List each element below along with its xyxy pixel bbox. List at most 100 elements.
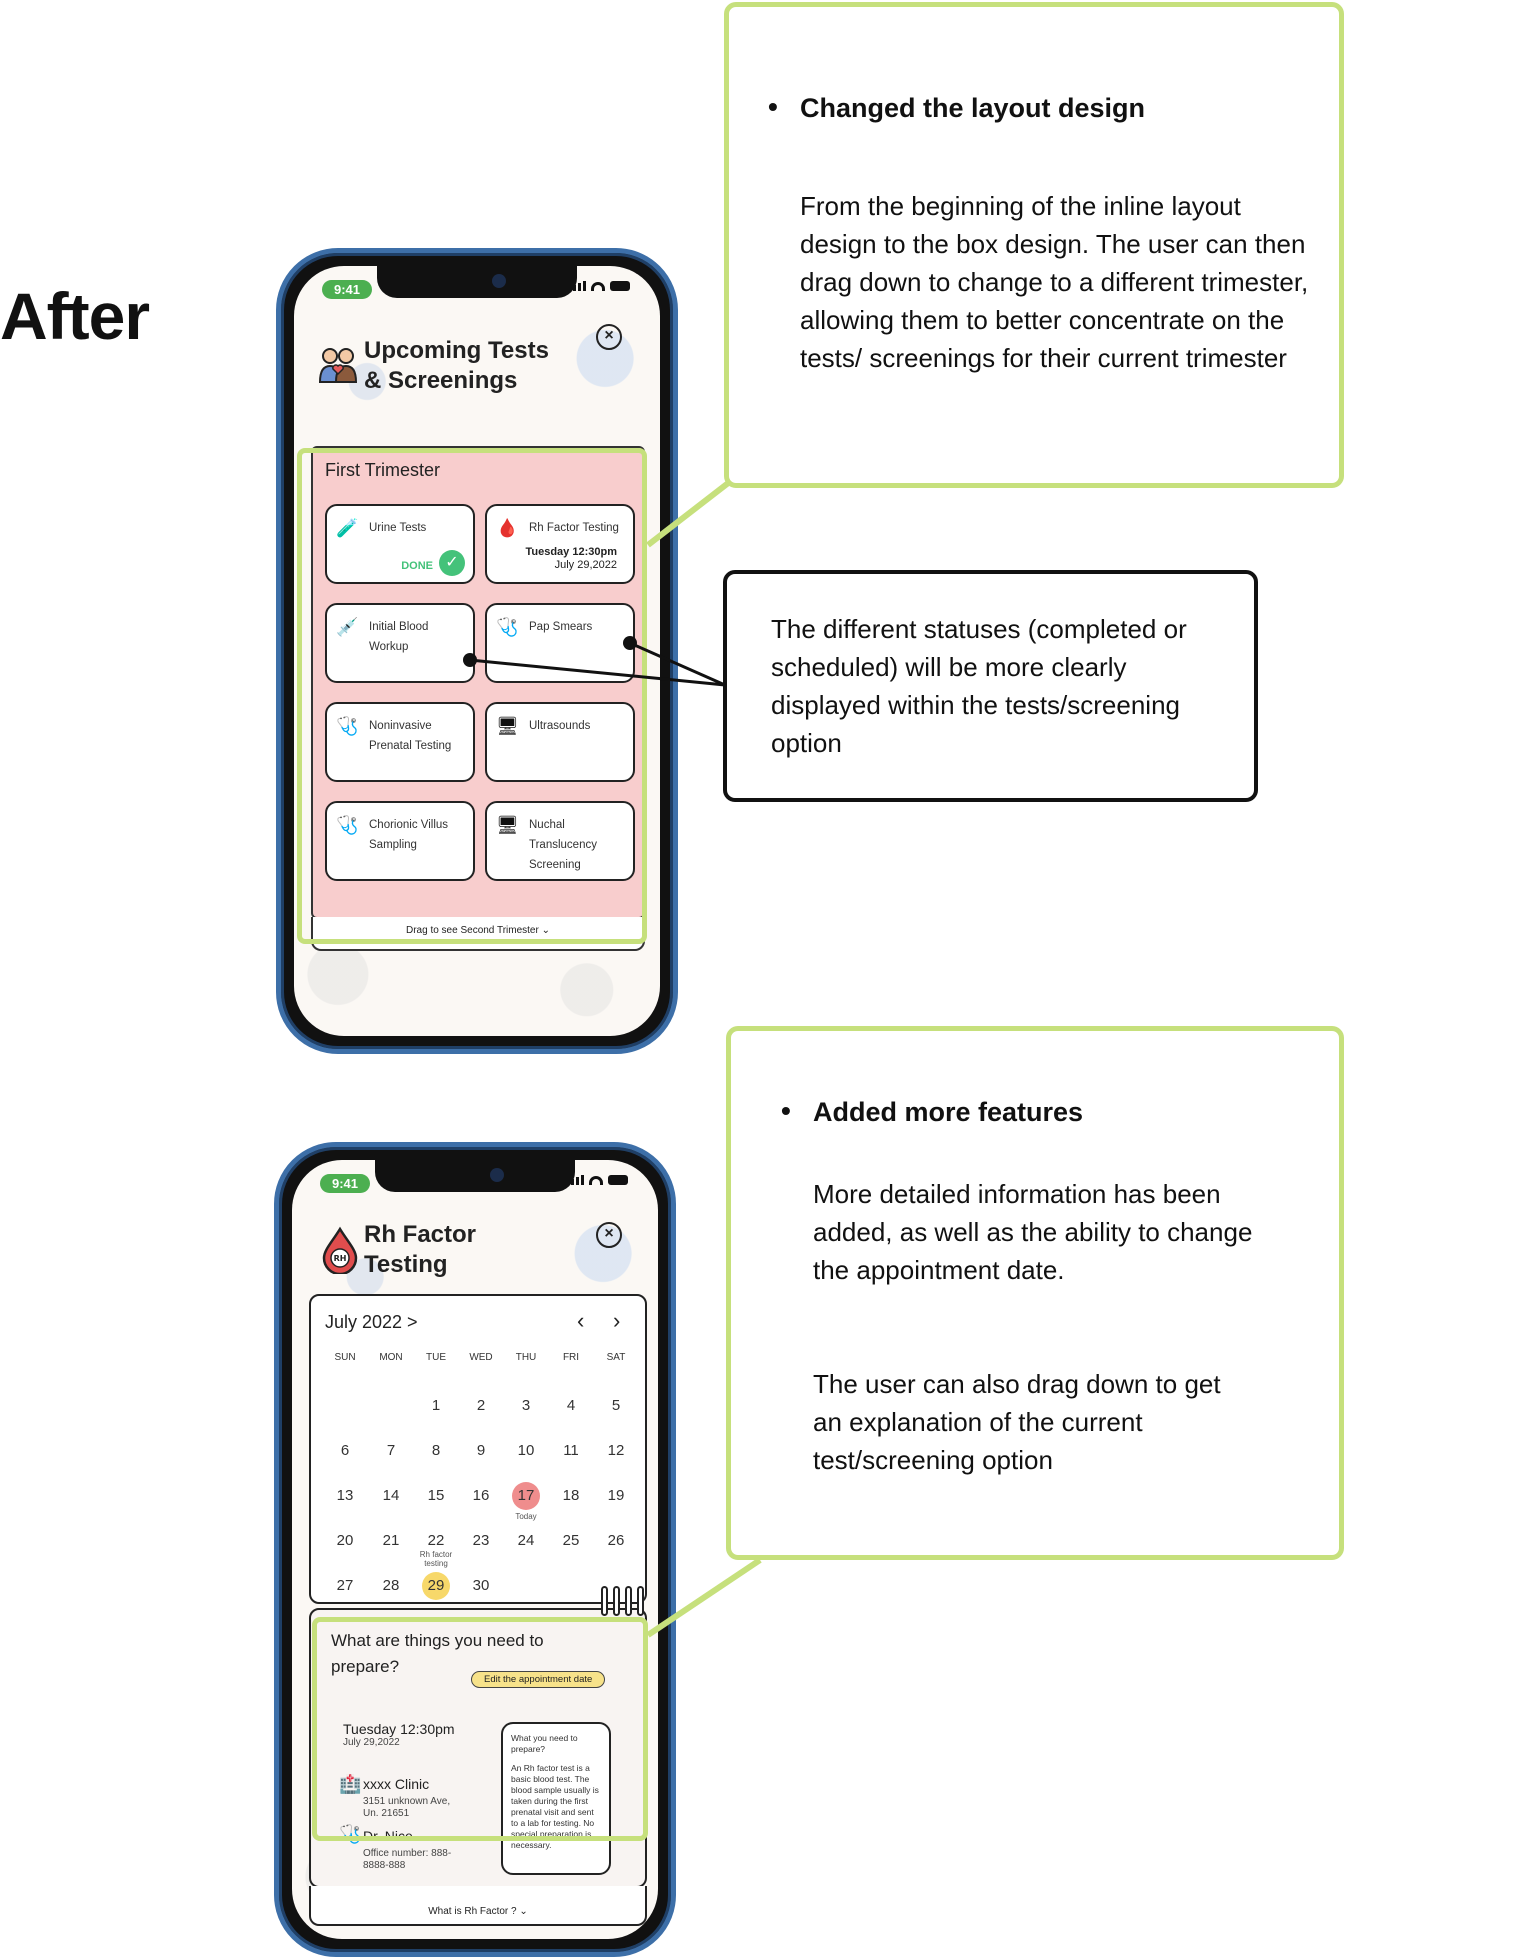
calendar-day[interactable]: 10 xyxy=(517,1442,535,1459)
clinic-address: 3151 unknown Ave, Un. 21651 xyxy=(363,1796,451,1819)
drag-hint: What is Rh Factor ? xyxy=(428,1906,517,1917)
hospital-icon: 🏥 xyxy=(339,1774,362,1794)
calendar-day-appointment[interactable]: 29 xyxy=(422,1572,450,1600)
today-label: Today xyxy=(515,1512,537,1521)
calendar-day[interactable]: 20 xyxy=(336,1532,354,1549)
calendar-day[interactable]: 24 xyxy=(517,1532,535,1549)
stethoscope-icon: 🩺 xyxy=(336,815,359,835)
test-card-nuchal[interactable]: 🖥 Nuchal Translucency Screening xyxy=(485,801,635,881)
drag-handle-second-trimester[interactable]: Drag to see Second Trimester ⌄ xyxy=(311,917,645,951)
calendar-day[interactable]: 4 xyxy=(566,1397,576,1414)
title-line-1: Rh Factor xyxy=(364,1221,477,1248)
done-status: DONE xyxy=(401,560,433,572)
calendar-day[interactable]: 3 xyxy=(521,1397,531,1414)
ultrasound-icon: 🖥 xyxy=(496,815,519,835)
callout-body-1: More detailed information has been added… xyxy=(813,1179,1253,1285)
test-card-cvs[interactable]: 🩺 Chorionic Villus Sampling xyxy=(325,801,475,881)
test-label: Pap Smears xyxy=(529,621,593,633)
calendar-day[interactable]: 5 xyxy=(611,1397,621,1414)
calendar-day[interactable]: 22 xyxy=(427,1532,445,1549)
appointment-date: July 29,2022 xyxy=(343,1737,400,1748)
callout-title: Changed the layout design xyxy=(768,91,1145,124)
callout-body-2: The user can also drag down to get an ex… xyxy=(813,1369,1221,1475)
calendar-day[interactable]: 21 xyxy=(382,1532,400,1549)
screen-upcoming-tests: 9:41 Upcoming Tests & Screenings × First… xyxy=(294,266,660,1036)
calendar-day[interactable]: 30 xyxy=(472,1577,490,1594)
urine-cup-icon: 🧪 xyxy=(336,518,359,538)
close-icon[interactable]: × xyxy=(596,1222,622,1248)
day-of-week-sat: SAT xyxy=(606,1352,626,1363)
status-time: 9:41 xyxy=(320,1174,371,1193)
title-line-2: & Screenings xyxy=(364,367,518,394)
test-card-urine[interactable]: 🧪 Urine Tests DONE ✓ xyxy=(325,504,475,584)
calendar-day[interactable]: 16 xyxy=(472,1487,490,1504)
callout-layout-design: Changed the layout design From the begin… xyxy=(724,2,1344,488)
calendar-day[interactable]: 11 xyxy=(563,1442,579,1459)
calendar-day[interactable]: 2 xyxy=(476,1397,486,1414)
stethoscope-icon: 🩺 xyxy=(496,617,519,637)
svg-text:RH: RH xyxy=(334,1254,347,1263)
calendar-day[interactable]: 28 xyxy=(382,1577,400,1594)
phone-upcoming-tests: 9:41 Upcoming Tests & Screenings × First… xyxy=(276,248,678,1054)
notch xyxy=(375,1160,575,1192)
calendar-day[interactable]: 25 xyxy=(562,1532,580,1549)
callout-body: The different statuses (completed or sch… xyxy=(771,614,1187,758)
title-line-1: Upcoming Tests xyxy=(364,337,549,364)
signal-icon xyxy=(566,1175,584,1185)
appointment-datetime: Tuesday 12:30pm July 29,2022 xyxy=(343,1721,455,1748)
test-label: Rh Factor Testing xyxy=(529,522,619,534)
calendar-day[interactable]: 7 xyxy=(386,1442,396,1459)
prepare-question: What are things you need to prepare? xyxy=(331,1631,544,1676)
test-card-nipt[interactable]: 🩺 Noninvasive Prenatal Testing xyxy=(325,702,475,782)
drag-hint-row: Drag to see Second Trimester ⌄ xyxy=(313,925,643,936)
day-of-week-mon: MON xyxy=(379,1352,403,1363)
chevron-double-down-icon: ⌄ xyxy=(519,1906,528,1917)
clinic-name: xxxx Clinic xyxy=(363,1776,430,1792)
wifi-icon xyxy=(591,282,605,291)
check-icon: ✓ xyxy=(439,550,465,576)
calendar-day-today[interactable]: 17 xyxy=(512,1482,540,1510)
trimester-title: First Trimester xyxy=(325,460,440,480)
drag-hint-row: What is Rh Factor ? ⌄ xyxy=(311,1906,645,1917)
page-title: Rh Factor Testing xyxy=(364,1220,476,1280)
callout-title: Added more features xyxy=(781,1095,1083,1128)
calendar-day[interactable]: 18 xyxy=(562,1487,580,1504)
day-of-week-wed: WED xyxy=(469,1352,493,1363)
parents-icon xyxy=(318,348,358,383)
callout-statuses: The different statuses (completed or sch… xyxy=(723,570,1258,802)
calendar-day[interactable]: 6 xyxy=(340,1442,350,1459)
status-icons xyxy=(568,281,630,291)
calendar-day[interactable]: 14 xyxy=(382,1487,400,1504)
drag-handle-what-is-rh[interactable]: What is Rh Factor ? ⌄ xyxy=(309,1886,647,1926)
calendar-day[interactable]: 19 xyxy=(607,1487,625,1504)
test-label: Ultrasounds xyxy=(529,720,591,732)
test-label: Noninvasive Prenatal Testing xyxy=(369,720,452,752)
calendar-day[interactable]: 27 xyxy=(336,1577,354,1594)
doctor-office: Office number: 888-8888-888 xyxy=(363,1848,452,1871)
camera-icon xyxy=(490,1168,504,1182)
calendar-day[interactable]: 23 xyxy=(472,1532,490,1549)
test-card-rh-factor[interactable]: 🩸 Rh Factor Testing Tuesday 12:30pm July… xyxy=(485,504,635,584)
day-of-week-tue: TUE xyxy=(426,1352,446,1363)
calendar-day[interactable]: 13 xyxy=(336,1487,354,1504)
calendar-day[interactable]: 9 xyxy=(476,1442,486,1459)
test-card-ultrasounds[interactable]: 🖥 Ultrasounds xyxy=(485,702,635,782)
camera-icon xyxy=(492,274,506,288)
test-card-initial-blood[interactable]: 💉 Initial Blood Workup xyxy=(325,603,475,683)
edit-appointment-button[interactable]: Edit the appointment date xyxy=(471,1671,606,1688)
calendar-month-picker[interactable]: July 2022 > xyxy=(325,1312,418,1332)
scheduled-date: Tuesday 12:30pm July 29,2022 xyxy=(525,546,617,572)
chevron-left-icon[interactable]: ‹ xyxy=(577,1308,585,1333)
chevron-right-icon[interactable]: › xyxy=(613,1308,621,1333)
close-icon[interactable]: × xyxy=(596,324,622,350)
calendar-day[interactable]: 1 xyxy=(431,1397,441,1414)
title-line-2: Testing xyxy=(364,1251,448,1278)
after-heading: After xyxy=(0,279,150,353)
calendar-day[interactable]: 26 xyxy=(607,1532,625,1549)
test-label: Nuchal Translucency Screening xyxy=(529,819,597,871)
calendar-day[interactable]: 8 xyxy=(431,1442,441,1459)
syringe-icon: 💉 xyxy=(336,617,359,637)
calendar-day[interactable]: 15 xyxy=(427,1487,445,1504)
test-label: Initial Blood Workup xyxy=(369,621,429,653)
calendar-day[interactable]: 12 xyxy=(607,1442,625,1459)
